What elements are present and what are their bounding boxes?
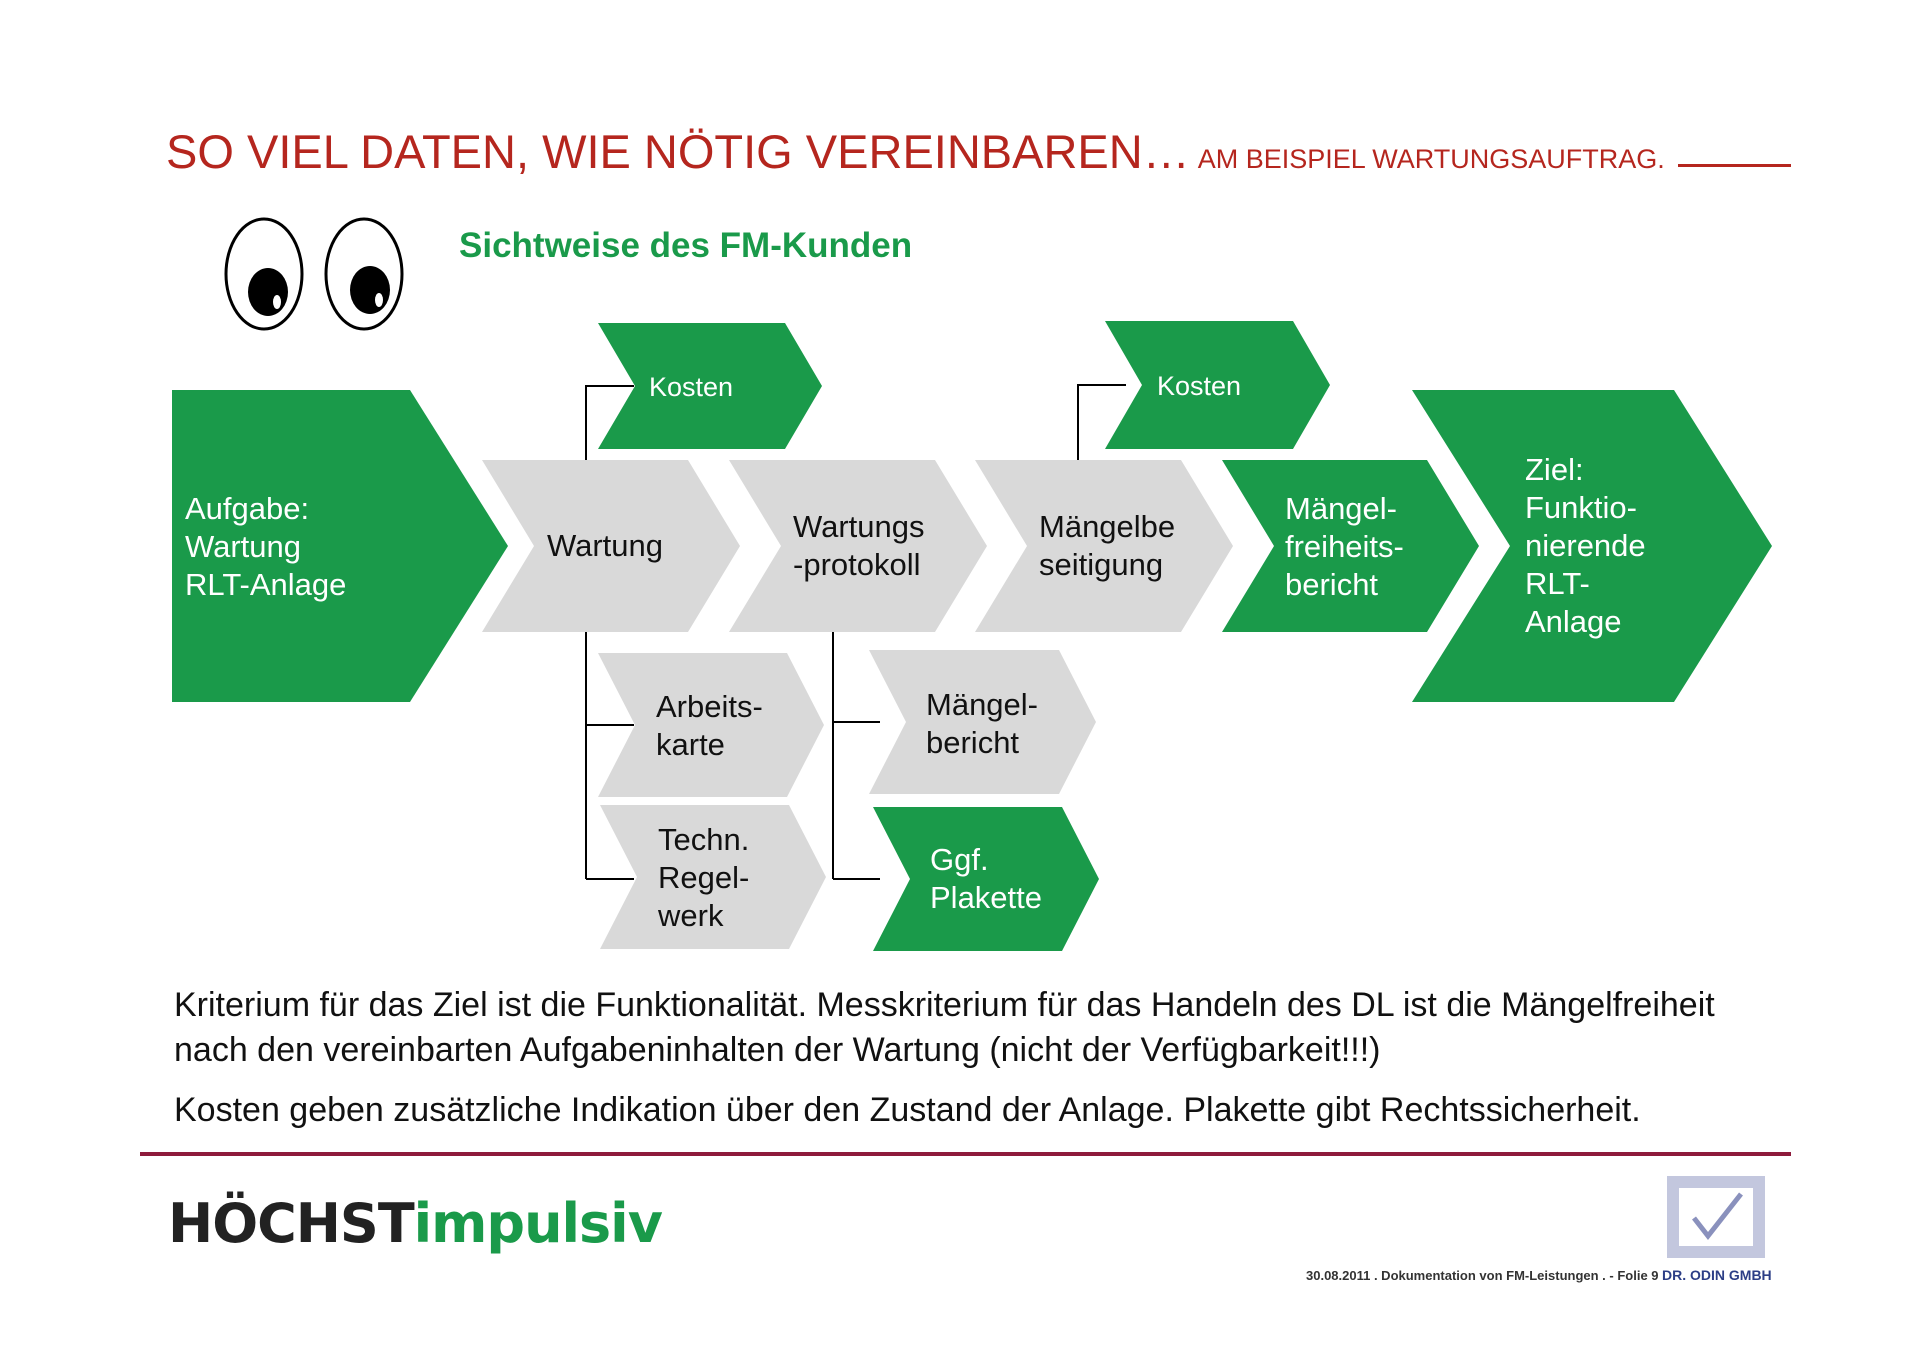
paragraph-criteria: Kriterium für das Ziel ist die Funktiona… <box>174 986 1715 1069</box>
maengelbericht-label: Mängel- bericht <box>926 687 1038 760</box>
brand-logo: HÖCHSTimpulsiv <box>168 1192 663 1255</box>
title-sub: AM BEISPIEL WARTUNGSAUFTRAG. <box>1197 144 1665 174</box>
chevron-wartung <box>482 460 740 632</box>
plakette-label: Ggf. Plakette <box>930 842 1043 915</box>
kosten-2-label: Kosten <box>1157 371 1242 401</box>
regelwerk-label: Techn. Regel- werk <box>658 822 750 933</box>
maengelfreiheitsbericht-label: Mängel- freiheits- bericht <box>1285 491 1404 602</box>
chevron-plakette <box>873 807 1099 951</box>
chevron-aufgabe <box>172 390 508 702</box>
brand-dark: HÖCHST <box>168 1192 415 1255</box>
chevron-ziel <box>1412 390 1772 702</box>
chevron-maengelbeseitigung <box>975 460 1233 632</box>
chevron-kosten-1 <box>598 323 822 449</box>
company-name: DR. ODIN GMBH <box>1662 1267 1772 1283</box>
chevron-kosten-2 <box>1105 321 1330 449</box>
footer-divider <box>140 1152 1791 1156</box>
title-main: SO VIEL DATEN, WIE NÖTIG VEREINBAREN… <box>166 125 1190 178</box>
page-title: SO VIEL DATEN, WIE NÖTIG VEREINBAREN…AM … <box>166 124 1665 179</box>
subtitle: Sichtweise des FM-Kunden <box>459 226 913 265</box>
arbeitskarte-label: Arbeits- karte <box>656 689 763 762</box>
chevron-protokoll <box>729 460 987 632</box>
chevron-maengelbericht <box>869 650 1096 794</box>
wartung-label: Wartung <box>547 528 664 563</box>
ziel-label: Ziel: Funktio- nierende RLT- Anlage <box>1525 452 1646 639</box>
protokoll-label: Wartungs -protokoll <box>793 509 925 582</box>
footer-text: 30.08.2011 . Dokumentation von FM-Leistu… <box>1306 1268 1659 1283</box>
eyes-icon <box>224 217 404 331</box>
paragraph-costs: Kosten geben zusätzliche Indikation über… <box>174 1091 1641 1129</box>
chevron-regelwerk <box>600 805 826 949</box>
kosten-1-label: Kosten <box>649 372 734 402</box>
chevron-maengelfreiheitsbericht <box>1222 460 1479 632</box>
title-underline <box>1678 164 1791 167</box>
aufgabe-label: Aufgabe: Wartung RLT-Anlage <box>185 491 347 602</box>
brand-green: impulsiv <box>413 1192 663 1255</box>
maengelbeseitigung-label: Mängelbe seitigung <box>1039 509 1176 582</box>
dr-odin-logo-icon <box>1667 1176 1765 1258</box>
chevron-arbeitskarte <box>598 653 824 797</box>
connector-lines <box>585 384 1126 880</box>
